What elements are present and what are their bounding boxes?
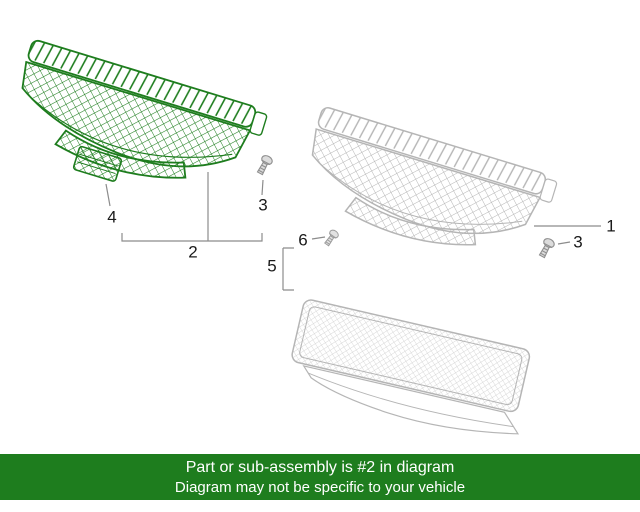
diagram-artwork: [21, 39, 601, 435]
callout-3-left: 3: [258, 195, 268, 215]
part4-bracket-icon: [72, 145, 123, 182]
notice-banner: Part or sub-assembly is #2 in diagram Di…: [0, 454, 640, 500]
callout-6: 6: [298, 230, 308, 250]
banner-line1: Part or sub-assembly is #2 in diagram: [185, 458, 455, 476]
callout-1: 1: [606, 216, 616, 236]
banner-line2: Diagram may not be specific to your vehi…: [174, 478, 466, 496]
grille-outline-upper-icon: [311, 107, 558, 246]
screw-icon-part3-left: [254, 153, 275, 177]
grille-highlighted-icon: [21, 39, 268, 179]
grille-outline-lower-icon: [291, 299, 531, 435]
callout-5: 5: [267, 256, 277, 276]
callout-lines: [105, 172, 601, 291]
callout-2: 2: [188, 242, 198, 262]
screw-icon-part6: [322, 228, 341, 248]
callout-3-right: 3: [573, 232, 583, 252]
screw-icon-part3-right: [536, 236, 557, 260]
callout-4: 4: [107, 207, 117, 227]
